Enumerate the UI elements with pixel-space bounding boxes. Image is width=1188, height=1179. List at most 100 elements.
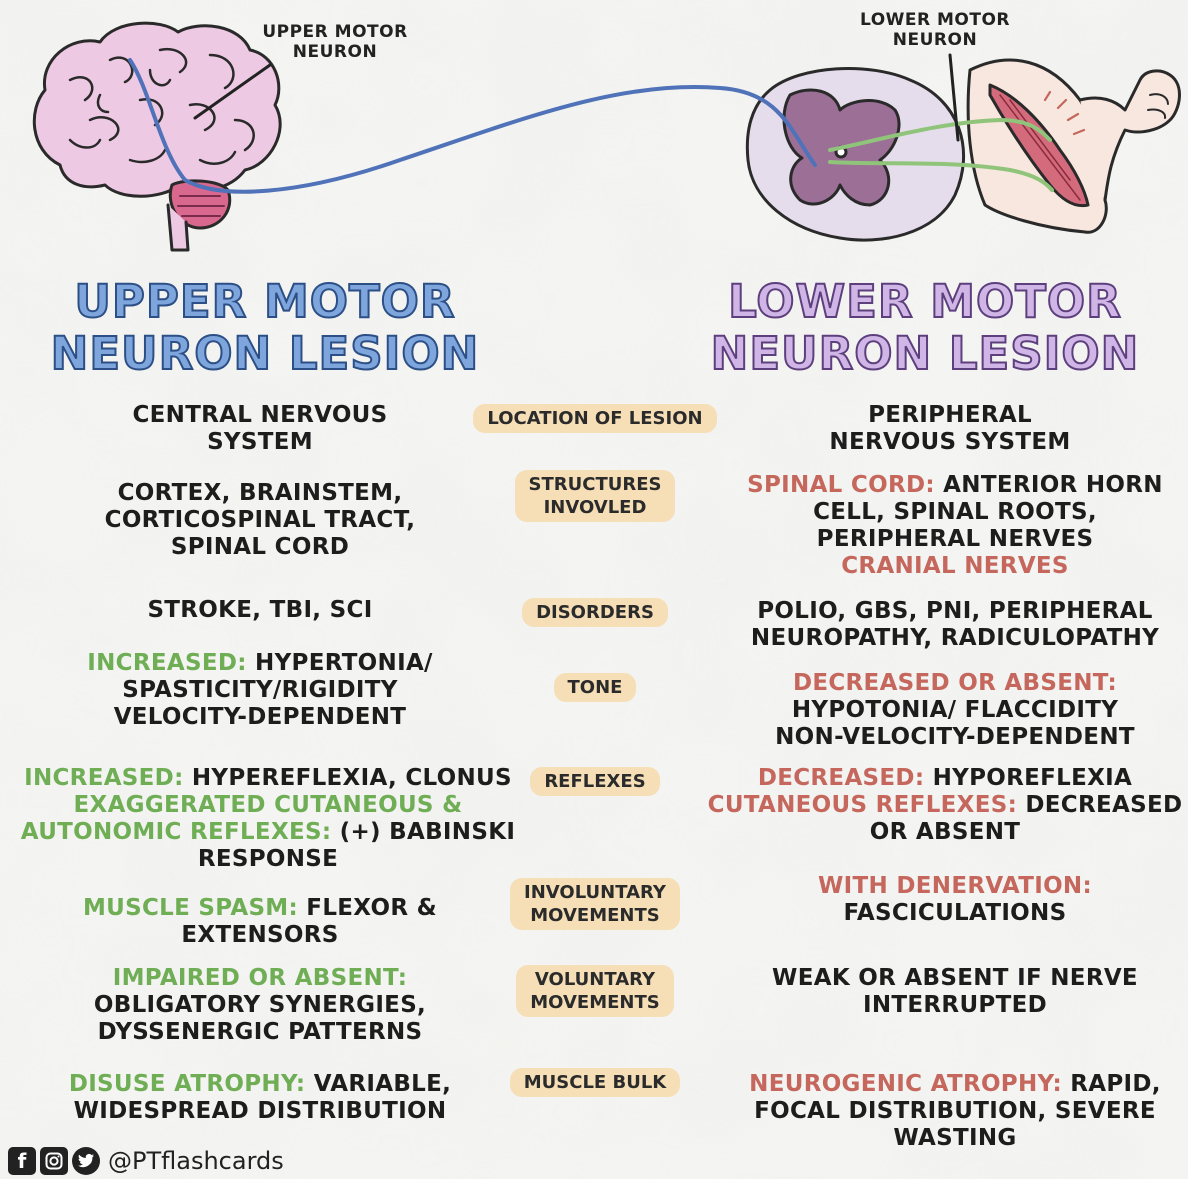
cell-text-segment: CELL, SPINAL ROOTS, [813, 499, 1097, 525]
cell-line: AUTONOMIC REFLEXES: (+) BABINSKI [8, 819, 528, 846]
cell-line: INCREASED: HYPERTONIA/ [40, 650, 480, 677]
cell-text-segment: PERIPHERAL NERVES [816, 526, 1094, 552]
cell-text-segment: NEUROPATHY, RADICULOPATHY [750, 625, 1160, 651]
lower-motor-neuron-leader-line [948, 53, 960, 142]
cell-line: STROKE, TBI, SCI [40, 597, 480, 624]
upper-motor-neuron-leader-line [193, 63, 272, 120]
cell-text-segment: CORTEX, BRAINSTEM, [117, 480, 403, 506]
cell-line: CENTRAL NERVOUS [50, 402, 470, 429]
category-label: STRUCTURES [528, 474, 662, 495]
category-label: INVOLUNTARY [524, 882, 666, 903]
cell-line: FASCICULATIONS [725, 900, 1185, 927]
category-reflexes: REFLEXES [440, 767, 750, 796]
social-handle[interactable]: @PTflashcards [108, 1147, 284, 1175]
cell-text-segment: IMPAIRED OR ABSENT: [112, 965, 408, 991]
cell-text-segment: CORTICOSPINAL TRACT, [104, 507, 416, 533]
cell-text-segment: MUSCLE SPASM: [82, 895, 298, 921]
cell-text-segment: DECREASED: [757, 765, 925, 791]
umn-cell-voluntary: IMPAIRED OR ABSENT:OBLIGATORY SYNERGIES,… [40, 965, 480, 1046]
cell-text-segment: VELOCITY-DEPENDENT [113, 704, 407, 730]
category-label: TONE [567, 677, 623, 698]
cell-text-segment: INTERRUPTED [863, 992, 1047, 1018]
cell-line: PERIPHERAL [730, 402, 1170, 429]
cell-line: INCREASED: HYPEREFLEXIA, CLONUS [8, 765, 528, 792]
cell-line: POLIO, GBS, PNI, PERIPHERAL [725, 598, 1185, 625]
cell-text-segment: FLEXOR & [298, 895, 438, 921]
cell-text-segment: SPASTICITY/RIGIDITY [122, 677, 398, 703]
lmn-cell-tone: DECREASED OR ABSENT:HYPOTONIA/ FLACCIDIT… [725, 670, 1185, 751]
cell-line: CRANIAL NERVES [725, 553, 1185, 580]
cell-text-segment: EXAGGERATED CUTANEOUS & [73, 792, 463, 818]
cell-text-segment: CENTRAL NERVOUS [132, 402, 388, 428]
cell-text-segment: OR ABSENT [869, 819, 1021, 845]
cell-line: SYSTEM [50, 429, 470, 456]
category-label: REFLEXES [544, 771, 646, 792]
cell-text-segment: STROKE, TBI, SCI [147, 597, 373, 623]
cell-line: DECREASED: HYPOREFLEXIA [705, 765, 1185, 792]
cell-text-segment: EXTENSORS [181, 922, 339, 948]
upper-motor-neuron-label: UPPER MOTOR NEURON [262, 22, 408, 62]
umn-lesion-title: UPPER MOTOR NEURON LESION [50, 275, 480, 381]
cell-line: CELL, SPINAL ROOTS, [725, 499, 1185, 526]
cell-line: SPASTICITY/RIGIDITY [40, 677, 480, 704]
instagram-icon[interactable] [40, 1147, 68, 1175]
cell-line: WITH DENERVATION: [725, 873, 1185, 900]
cell-text-segment: DISUSE ATROPHY: [68, 1071, 306, 1097]
cell-line: INTERRUPTED [725, 992, 1185, 1019]
cell-text-segment: RAPID, [1061, 1071, 1161, 1097]
umn-cell-disorders: STROKE, TBI, SCI [40, 597, 480, 624]
cell-text-segment: NON-VELOCITY-DEPENDENT [775, 724, 1135, 750]
cell-line: SPINAL CORD [40, 534, 480, 561]
cell-line: CORTEX, BRAINSTEM, [40, 480, 480, 507]
cell-text-segment: FOCAL DISTRIBUTION, SEVERE [754, 1098, 1156, 1124]
category-label: INVOVLED [543, 497, 647, 518]
cell-line: NEUROGENIC ATROPHY: RAPID, [725, 1071, 1185, 1098]
cell-text-segment: NEUROGENIC ATROPHY: [749, 1071, 1062, 1097]
cell-line: WIDESPREAD DISTRIBUTION [40, 1098, 480, 1125]
cell-line: FOCAL DISTRIBUTION, SEVERE [725, 1098, 1185, 1125]
facebook-icon[interactable]: f [8, 1147, 36, 1175]
lmn-cell-involuntary: WITH DENERVATION:FASCICULATIONS [725, 873, 1185, 927]
cell-text-segment: DYSSENERGIC PATTERNS [97, 1019, 423, 1045]
cell-text-segment: DECREASED [1017, 792, 1183, 818]
brain-illustration [32, 21, 282, 252]
cell-text-segment: HYPERTONIA/ [246, 650, 433, 676]
cell-text-segment: WEAK OR ABSENT IF NERVE [772, 965, 1138, 991]
cell-line: WASTING [725, 1125, 1185, 1152]
cell-text-segment: WIDESPREAD DISTRIBUTION [73, 1098, 447, 1124]
cell-text-segment: HYPOTONIA/ FLACCIDITY [791, 697, 1119, 723]
cell-text-segment: DECREASED OR ABSENT: [792, 670, 1118, 696]
category-disorders: DISORDERS [440, 598, 750, 627]
cell-text-segment: SPINAL CORD: [747, 472, 935, 498]
cell-line: CUTANEOUS REFLEXES: DECREASED [705, 792, 1185, 819]
cell-text-segment: INCREASED: [24, 765, 184, 791]
cell-line: OR ABSENT [705, 819, 1185, 846]
cell-text-segment: CUTANEOUS REFLEXES: [707, 792, 1018, 818]
category-label: MUSCLE BULK [523, 1072, 667, 1093]
cell-line: NERVOUS SYSTEM [730, 429, 1170, 456]
cell-text-segment: NERVOUS SYSTEM [829, 429, 1071, 455]
cell-text-segment: (+) BABINSKI [331, 819, 516, 845]
cell-line: CORTICOSPINAL TRACT, [40, 507, 480, 534]
cell-line: MUSCLE SPASM: FLEXOR & [40, 895, 480, 922]
cell-text-segment: RESPONSE [197, 846, 339, 872]
cell-line: NEUROPATHY, RADICULOPATHY [725, 625, 1185, 652]
cell-line: VELOCITY-DEPENDENT [40, 704, 480, 731]
lower-motor-neuron-pathway-1 [828, 117, 1052, 152]
cell-text-segment: PERIPHERAL [868, 402, 1032, 428]
twitter-icon[interactable] [72, 1147, 100, 1175]
cell-line: SPINAL CORD: ANTERIOR HORN [725, 472, 1185, 499]
cell-line: NON-VELOCITY-DEPENDENT [725, 724, 1185, 751]
cell-text-segment: SYSTEM [207, 429, 313, 455]
cell-line: RESPONSE [8, 846, 528, 873]
category-label: VOLUNTARY [534, 969, 656, 990]
upper-motor-neuron-pathway [128, 58, 817, 194]
